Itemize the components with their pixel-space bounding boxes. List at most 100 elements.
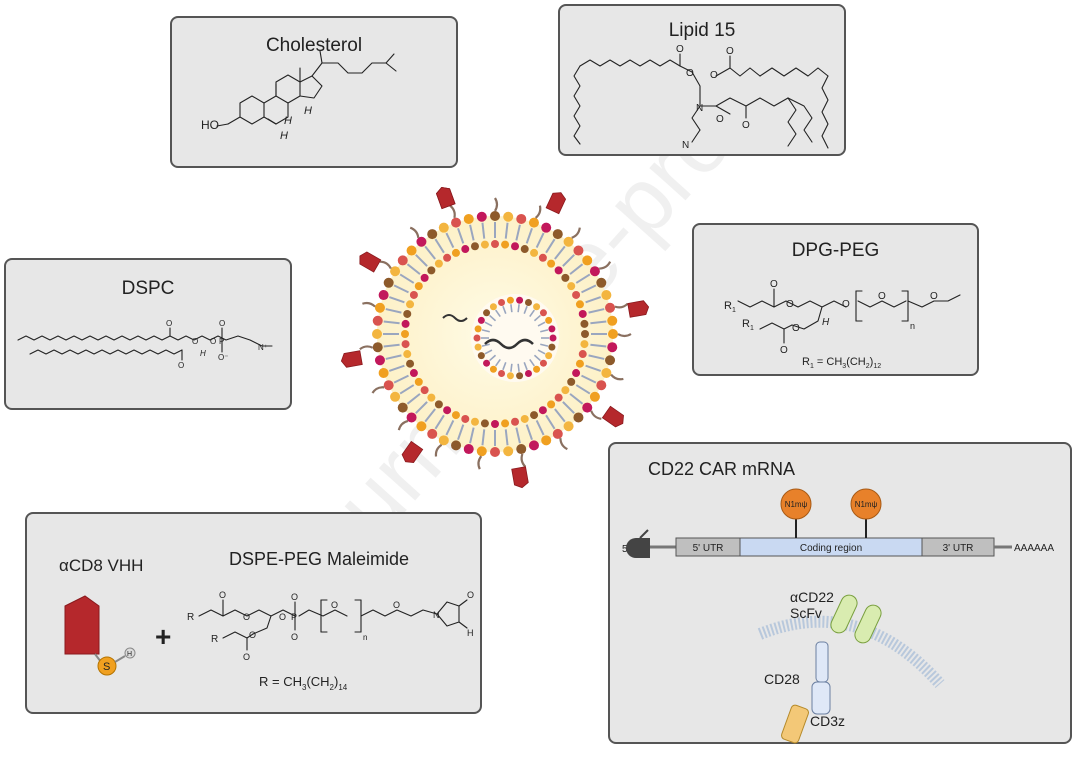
dspe-peg-title: DSPE-PEG Maleimide	[229, 549, 410, 569]
dspc-atom-o-minus: O⁻	[218, 353, 228, 362]
lipid-head	[539, 359, 547, 367]
peg-chain	[397, 419, 409, 431]
lipid-head	[451, 411, 460, 420]
lipid-head	[443, 253, 452, 262]
lipid-head	[401, 330, 409, 338]
lipid-tail	[502, 362, 507, 371]
lipid-tail	[515, 427, 521, 444]
vhh-spike	[435, 186, 456, 210]
lipid-head	[463, 213, 474, 224]
lipid-head	[578, 350, 587, 359]
lipid-head	[498, 370, 506, 378]
lipid-tail	[540, 343, 549, 347]
dspc-atom-n-plus: N⁺	[258, 343, 268, 352]
lipid-head	[434, 259, 443, 268]
lipid-tail	[388, 364, 405, 372]
dspe-atom-o6: O	[291, 592, 298, 602]
dspc-atom-p: P	[219, 337, 224, 346]
lipid-head	[506, 372, 514, 380]
lipid15-atom-n1: N	[696, 103, 703, 114]
lipid-tail	[484, 349, 493, 355]
lipid-head	[539, 309, 547, 317]
lipid-head	[580, 340, 589, 349]
lipid-head	[470, 242, 479, 251]
lipid-head	[582, 255, 593, 266]
vhh-body	[545, 192, 567, 215]
five-prime-label: 5'	[622, 544, 630, 555]
dpgpeg-atom-h: H	[822, 317, 830, 328]
peg-chain	[559, 438, 568, 451]
lipid-head	[490, 447, 500, 457]
dpgpeg-atom-o4: O	[792, 323, 800, 334]
cd3z-label: CD3z	[810, 713, 845, 729]
lipid-head	[498, 298, 506, 306]
peg-chain	[379, 260, 392, 270]
lipid-head	[427, 229, 438, 240]
lipid-head	[401, 319, 410, 328]
lipid-head	[605, 302, 616, 313]
lipid-tail	[504, 429, 509, 446]
lipid-tail	[540, 329, 549, 333]
lipid-tail	[481, 329, 490, 333]
lipid-head	[489, 365, 497, 373]
lipid-tail	[495, 358, 501, 367]
lipid-head	[503, 211, 514, 222]
lipid-tail	[399, 273, 415, 284]
vhh-spike	[359, 251, 382, 273]
vhh-spike	[340, 350, 363, 368]
lipid15-atom-o1: O	[676, 44, 684, 55]
dspe-atom-p: P	[291, 612, 297, 622]
lipid-head	[567, 282, 576, 291]
lipid-tail	[393, 284, 409, 294]
dspe-atom-o9: O	[393, 600, 400, 610]
dspc-structure: O O O O P O O⁻ N⁺ H	[17, 319, 273, 370]
lipid-head	[533, 303, 541, 311]
lipid-head	[372, 342, 383, 353]
utr5-label: 5' UTR	[693, 543, 724, 554]
lipid-head	[516, 296, 524, 304]
lipid-head	[578, 309, 587, 318]
lipid-head	[390, 266, 401, 277]
lipid15-atom-o2: O	[686, 68, 694, 79]
lipid-tail	[489, 314, 497, 322]
lipid-head	[434, 400, 443, 409]
lipid-tail	[383, 343, 400, 348]
lipid-head	[372, 315, 383, 326]
lipid-head	[573, 245, 584, 256]
lipid-tail	[525, 424, 533, 441]
lipid-head	[572, 290, 581, 299]
conjugate-graphics: S H + R R O O O O	[64, 590, 474, 692]
lipid-head	[548, 325, 556, 333]
lipid-tail	[489, 354, 497, 362]
peg-chain	[520, 453, 527, 468]
lipid-head	[397, 402, 408, 413]
lipid-tail	[469, 427, 475, 444]
lipid-head	[397, 255, 408, 266]
cell-membrane	[757, 615, 945, 688]
lipid-head	[406, 245, 417, 256]
lipid-tail	[457, 424, 465, 441]
lipid-tail	[406, 263, 421, 275]
dspc-atom-h: H	[200, 349, 206, 358]
lipid-head	[409, 369, 418, 378]
peg-chain	[494, 197, 499, 212]
lipid-head	[451, 440, 462, 451]
lipid-head	[491, 420, 499, 428]
thiol-s-label: S	[103, 661, 110, 673]
vhh-spike	[511, 466, 529, 489]
lipid-head	[501, 240, 510, 249]
lipid-head	[451, 248, 460, 257]
lipid-head	[414, 282, 423, 291]
lipid-head	[563, 236, 574, 247]
lipid-tail	[481, 222, 486, 239]
lipid-tail	[383, 320, 400, 325]
lipid-head	[561, 386, 570, 395]
lipid-tail	[388, 296, 405, 304]
peg-chain	[449, 204, 456, 219]
lipid-tail	[510, 363, 513, 372]
lipid-tail	[385, 308, 402, 314]
lipid-tail	[529, 358, 535, 367]
lipid-head	[503, 446, 514, 457]
dspc-atom-o3: O	[192, 337, 198, 346]
dspe-atom-o5: O	[279, 612, 286, 622]
